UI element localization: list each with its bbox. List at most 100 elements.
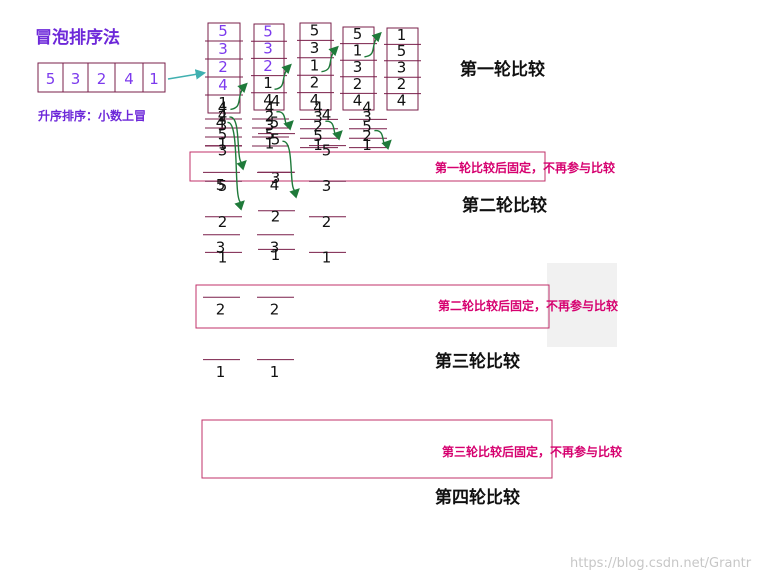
initial-array-value: 2 <box>97 70 107 88</box>
cell-value: 5 <box>362 117 372 135</box>
cell-value: 4 <box>270 176 280 194</box>
cell-value: 5 <box>271 130 281 148</box>
cell-value: 5 <box>218 177 228 195</box>
cell-value: 5 <box>310 22 320 40</box>
cell-value: 5 <box>218 22 228 40</box>
round-label-1: 第一轮比较 <box>460 59 545 80</box>
cell-value: 1 <box>218 94 228 112</box>
cell-value: 5 <box>216 176 226 194</box>
cell-value: 2 <box>271 208 281 226</box>
note-round-3: 第三轮比较后固定，不再参与比较 <box>442 444 622 459</box>
cell-value: 1 <box>270 363 280 381</box>
cell-value: 2 <box>313 117 323 135</box>
sort-columns: 5324153214531245132415324153241532415234… <box>203 22 421 381</box>
cell-value: 4 <box>263 91 273 109</box>
cell-value: 2 <box>216 301 226 319</box>
cell-value: 2 <box>353 75 363 93</box>
column-frame <box>386 27 419 111</box>
cell-value: 2 <box>322 213 332 231</box>
swap-arrow <box>229 116 247 171</box>
diagram-title: 冒泡排序法 <box>35 27 120 48</box>
swap-arrows <box>227 31 392 211</box>
round-label-4: 第四轮比较 <box>435 487 520 508</box>
cell-value: 3 <box>322 177 332 195</box>
cell-value: 3 <box>263 40 273 58</box>
cell-value: 5 <box>322 142 332 160</box>
cell-value: 2 <box>270 301 280 319</box>
cell-value: 1 <box>263 74 273 92</box>
cell-value: 2 <box>218 213 228 231</box>
column-frame <box>207 22 241 114</box>
round-label-2: 第二轮比较 <box>462 195 547 216</box>
cell-value: 3 <box>313 108 323 126</box>
cell-value: 3 <box>218 117 228 135</box>
cell-value: 3 <box>362 108 372 126</box>
cell-value: 1 <box>218 248 228 266</box>
cell-value: 4 <box>313 99 323 117</box>
cell-value: 5 <box>270 113 280 131</box>
cell-value: 4 <box>265 99 275 117</box>
cell-value: 5 <box>218 126 228 144</box>
cell-value: 3 <box>310 39 320 57</box>
initial-array-value: 1 <box>149 70 159 88</box>
initial-array-value: 4 <box>124 70 134 88</box>
cell-value: 1 <box>310 56 320 74</box>
cell-value: 3 <box>218 142 228 160</box>
cell-value: 2 <box>265 108 275 126</box>
cell-value: 5 <box>397 42 407 60</box>
cell-value: 2 <box>362 127 372 145</box>
swap-arrow <box>282 140 300 199</box>
cell-value: 4 <box>218 99 228 117</box>
note-round-1: 第一轮比较后固定，不再参与比较 <box>435 160 615 175</box>
cell-value: 4 <box>310 91 320 109</box>
cell-value: 3 <box>353 58 363 76</box>
cell-value: 5 <box>313 127 323 145</box>
swap-arrow <box>321 45 339 73</box>
cell-value: 4 <box>322 106 332 124</box>
cell-value: 5 <box>263 22 273 40</box>
initial-array-cell <box>142 62 166 93</box>
swap-arrow <box>274 63 292 91</box>
note-frame-1 <box>189 151 546 182</box>
cell-value: 2 <box>310 74 320 92</box>
initial-array-value: 5 <box>46 70 56 88</box>
cell-value: 2 <box>218 108 228 126</box>
cell-value: 1 <box>271 246 281 264</box>
watermark: https://blog.csdn.net/Grantr <box>570 556 752 571</box>
note-frame-2 <box>195 284 550 329</box>
cell-value: 3 <box>271 169 281 187</box>
cell-value: 2 <box>218 58 228 76</box>
round-label-3: 第三轮比较 <box>435 351 520 372</box>
column-frame <box>299 22 332 111</box>
swap-arrow <box>276 111 294 131</box>
diagram-subtitle: 升序排序：小数上冒 <box>38 108 146 123</box>
cell-value: 3 <box>265 117 275 135</box>
swap-arrow <box>374 129 392 150</box>
cell-value: 3 <box>216 238 226 256</box>
cell-value: 2 <box>397 75 407 93</box>
cell-value: 1 <box>397 26 407 44</box>
cell-value: 4 <box>216 113 226 131</box>
note-round-2: 第二轮比较后固定，不再参与比较 <box>438 298 618 313</box>
cell-value: 1 <box>362 136 372 154</box>
swap-arrow <box>325 120 343 141</box>
shaded-background <box>547 263 617 347</box>
cell-value: 1 <box>218 135 228 153</box>
column-frame <box>342 26 375 111</box>
swap-arrow <box>230 82 248 111</box>
cell-value: 4 <box>218 76 228 94</box>
cell-value: 1 <box>216 363 226 381</box>
cell-value: 4 <box>362 99 372 117</box>
